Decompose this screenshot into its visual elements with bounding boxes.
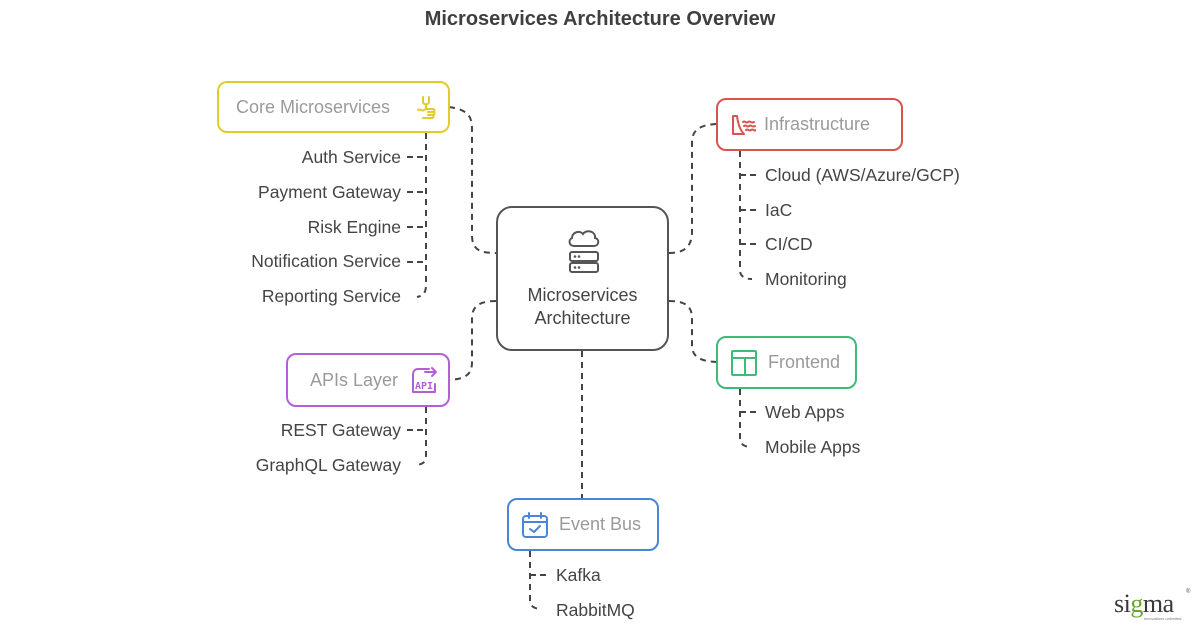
eventbus-item-kafka: Kafka: [556, 565, 601, 585]
layout-icon: [731, 349, 757, 376]
connector-center-infra: [668, 123, 717, 254]
infra-item-cloud: Cloud (AWS/Azure/GCP): [765, 165, 960, 185]
apis-layer-label: APIs Layer: [310, 369, 399, 390]
logo-text-pre: si: [1114, 589, 1131, 618]
logo-text-g: g: [1130, 589, 1143, 618]
core-microservices-label: Core Microservices: [236, 96, 391, 117]
frontend-item-web-apps: Web Apps: [765, 402, 845, 422]
core-item-payment-gateway: Payment Gateway: [258, 182, 401, 202]
core-item-reporting-service: Reporting Service: [261, 286, 401, 306]
core-microservices-node[interactable]: Core Microservices: [217, 81, 450, 133]
api-icon: API: [412, 367, 438, 393]
center-node[interactable]: Microservices Architecture: [496, 206, 669, 351]
apis-layer-node[interactable]: APIs Layer API: [286, 353, 450, 407]
sigma-logo: sigma ® innovations unlimited: [1114, 589, 1194, 623]
connector-frontend-items: [739, 389, 753, 448]
infrastructure-node[interactable]: Infrastructure: [716, 98, 903, 151]
connector-center-frontend: [668, 300, 717, 363]
connector-eventbus-items: [529, 551, 543, 610]
eventbus-item-rabbitmq: RabbitMQ: [556, 600, 635, 620]
infra-item-iac: IaC: [765, 200, 793, 220]
apis-item-graphql-gateway: GraphQL Gateway: [255, 455, 401, 475]
cloud-server-icon: [568, 230, 600, 273]
event-bus-node[interactable]: Event Bus: [507, 498, 659, 551]
logo-registered: ®: [1186, 589, 1191, 595]
connector-center-apis: [448, 300, 497, 381]
connector-infra-items: [739, 151, 753, 280]
connector-center-core: [448, 106, 497, 254]
wrench-hand-icon: [417, 96, 436, 119]
event-bus-label: Event Bus: [559, 514, 642, 534]
frontend-node[interactable]: Frontend: [716, 336, 857, 389]
core-item-notification-service: Notification Service: [251, 251, 401, 271]
svg-text:API: API: [415, 381, 433, 392]
diagram-title: Microservices Architecture Overview: [424, 8, 776, 30]
infra-item-monitoring: Monitoring: [765, 269, 847, 289]
center-label-line1: Microservices: [527, 285, 638, 305]
infrastructure-label: Infrastructure: [764, 114, 871, 134]
core-item-auth-service: Auth Service: [301, 147, 401, 167]
frontend-item-mobile-apps: Mobile Apps: [765, 437, 861, 457]
logo-text-post: ma: [1142, 589, 1174, 618]
core-item-risk-engine: Risk Engine: [307, 217, 401, 237]
logo-tagline: innovations unlimited: [1144, 616, 1182, 621]
connector-apis-items: [416, 407, 427, 466]
frontend-label: Frontend: [768, 352, 841, 372]
apis-item-rest-gateway: REST Gateway: [280, 420, 401, 440]
connector-core-items: [416, 133, 427, 298]
center-label-line2: Architecture: [534, 308, 631, 328]
dam-water-icon: [732, 114, 756, 135]
calendar-check-icon: [522, 511, 548, 538]
infra-item-cicd: CI/CD: [765, 234, 813, 254]
